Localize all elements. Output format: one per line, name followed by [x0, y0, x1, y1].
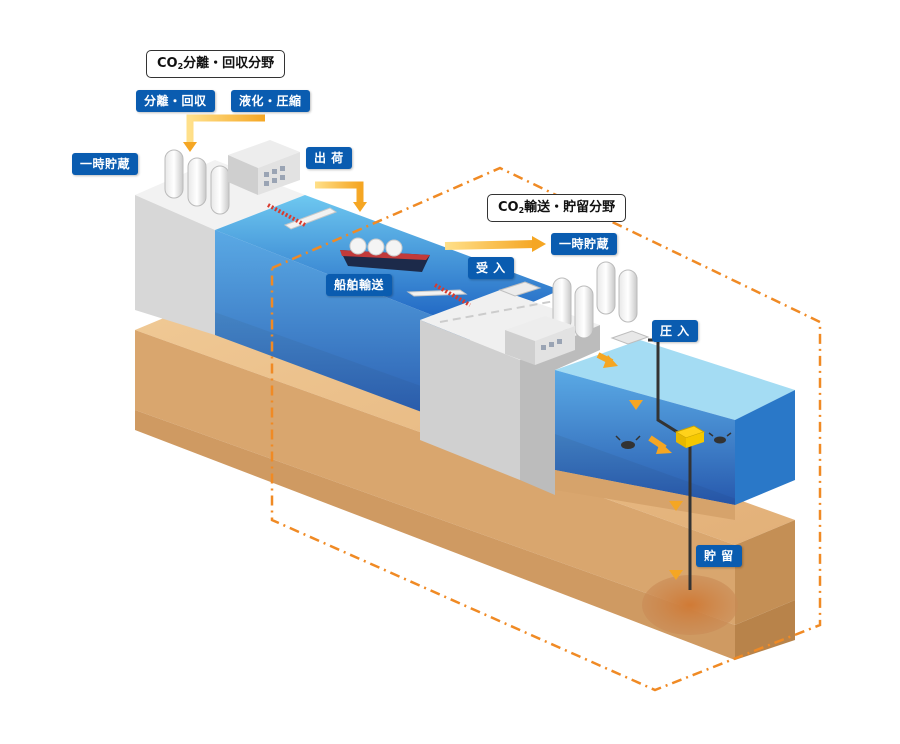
right-pier [406, 283, 471, 307]
crab-icon [708, 432, 732, 444]
compressor-unit [610, 330, 650, 345]
ship-transport-label: 船舶輸送 [326, 274, 393, 296]
separation-label: 分離・回収 [136, 90, 215, 112]
liquefaction-label: 液化・圧縮 [231, 90, 310, 112]
left-plant-building [228, 140, 300, 195]
crab-icon [615, 435, 641, 449]
lng-ship [340, 237, 430, 272]
transport-storage-region-border [270, 166, 822, 692]
temp-storage-right-label: 一時貯蔵 [551, 233, 618, 255]
shipping-out-label: 出 荷 [306, 147, 352, 169]
storage-label: 貯 留 [696, 545, 742, 567]
temp-storage-left-label: 一時貯蔵 [72, 153, 139, 175]
right-plant-building [498, 281, 575, 365]
injection-label: 圧 入 [652, 320, 698, 342]
left-pier [267, 203, 338, 230]
separation-field-title: CO2分離・回収分野 [146, 50, 286, 78]
transport-field-title: CO2輸送・貯留分野 [487, 194, 627, 222]
receiving-label: 受 入 [468, 257, 514, 279]
flow-arrows [183, 114, 683, 580]
left-storage-tanks [164, 149, 230, 215]
reservoir [642, 575, 738, 635]
right-storage-tanks [552, 261, 638, 339]
